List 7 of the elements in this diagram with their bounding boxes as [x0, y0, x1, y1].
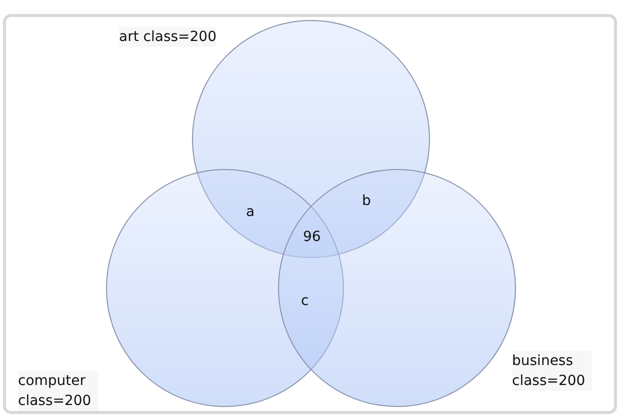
region-label: 96 — [303, 229, 321, 245]
set-label: art class=200 — [119, 27, 216, 47]
set-label: business class=200 — [512, 351, 592, 391]
set-label: computer class=200 — [18, 371, 98, 411]
region-label: a — [246, 204, 255, 220]
region-label: c — [301, 293, 309, 309]
region-label: b — [362, 193, 371, 209]
